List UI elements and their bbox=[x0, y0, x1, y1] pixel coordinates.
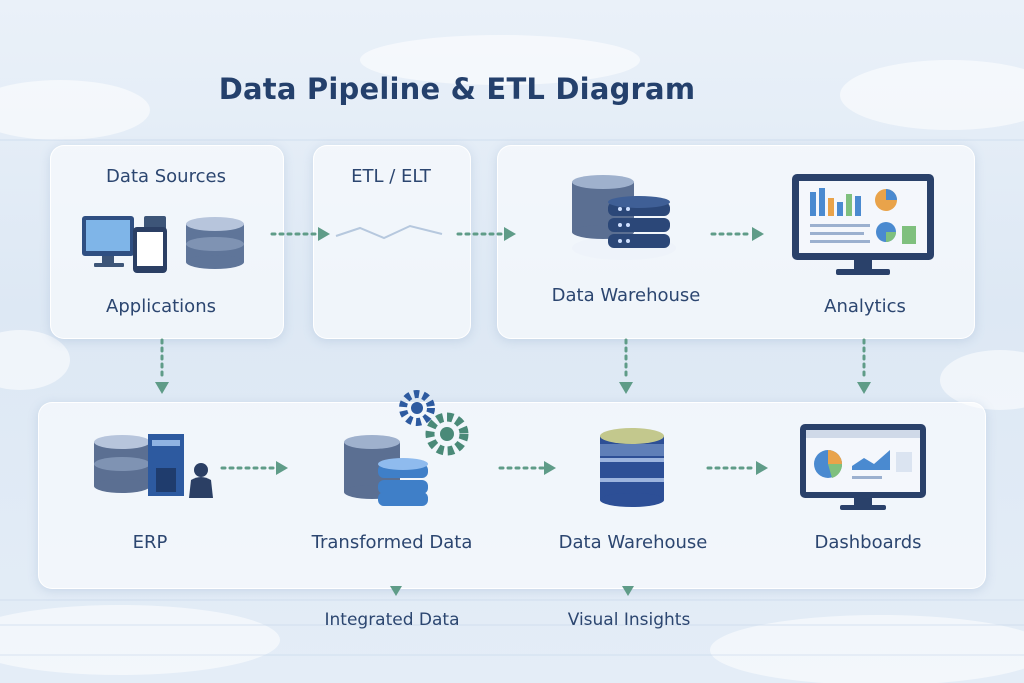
transformed-data-label: Transformed Data bbox=[311, 532, 473, 553]
integrated-data-label: Integrated Data bbox=[324, 610, 460, 630]
database-icon bbox=[186, 217, 244, 269]
data-sources-heading: Data Sources bbox=[106, 166, 226, 187]
arrowhead-6 bbox=[857, 382, 871, 394]
applications-label: Applications bbox=[106, 296, 216, 317]
erp-label: ERP bbox=[132, 532, 168, 553]
etl-heading: ETL / ELT bbox=[351, 166, 431, 187]
tablet-icon bbox=[133, 227, 167, 273]
data-warehouse-bottom-label: Data Warehouse bbox=[558, 532, 708, 553]
arrowhead-8 bbox=[544, 461, 556, 475]
factory-icon bbox=[148, 434, 184, 496]
gear-icon bbox=[399, 390, 469, 456]
arrowhead-10 bbox=[390, 586, 402, 596]
visual-insights-label: Visual Insights bbox=[567, 610, 691, 630]
arrowhead-9 bbox=[756, 461, 768, 475]
arrowhead-1 bbox=[318, 227, 330, 241]
arrowhead-3 bbox=[752, 227, 764, 241]
warehouse-server-icon bbox=[600, 428, 664, 507]
server-icon bbox=[572, 175, 676, 260]
monitor-chart-icon bbox=[792, 174, 934, 275]
dashboards-label: Dashboards bbox=[814, 532, 922, 553]
erp-database-icon bbox=[94, 435, 150, 493]
arrowhead-4 bbox=[155, 382, 169, 394]
data-warehouse-top-label: Data Warehouse bbox=[551, 285, 701, 306]
arrowhead-11 bbox=[622, 586, 634, 596]
dashboard-icon bbox=[800, 424, 926, 510]
etl-flow-graphic bbox=[335, 224, 443, 240]
etl-panel bbox=[313, 145, 471, 339]
arrowhead-2 bbox=[504, 227, 516, 241]
transformed-database-icon bbox=[344, 435, 428, 506]
worker-icon bbox=[189, 463, 213, 498]
arrowhead-5 bbox=[619, 382, 633, 394]
diagram-title: Data Pipeline & ETL Diagram bbox=[218, 72, 696, 106]
arrowhead-7 bbox=[276, 461, 288, 475]
analytics-label: Analytics bbox=[824, 296, 906, 317]
